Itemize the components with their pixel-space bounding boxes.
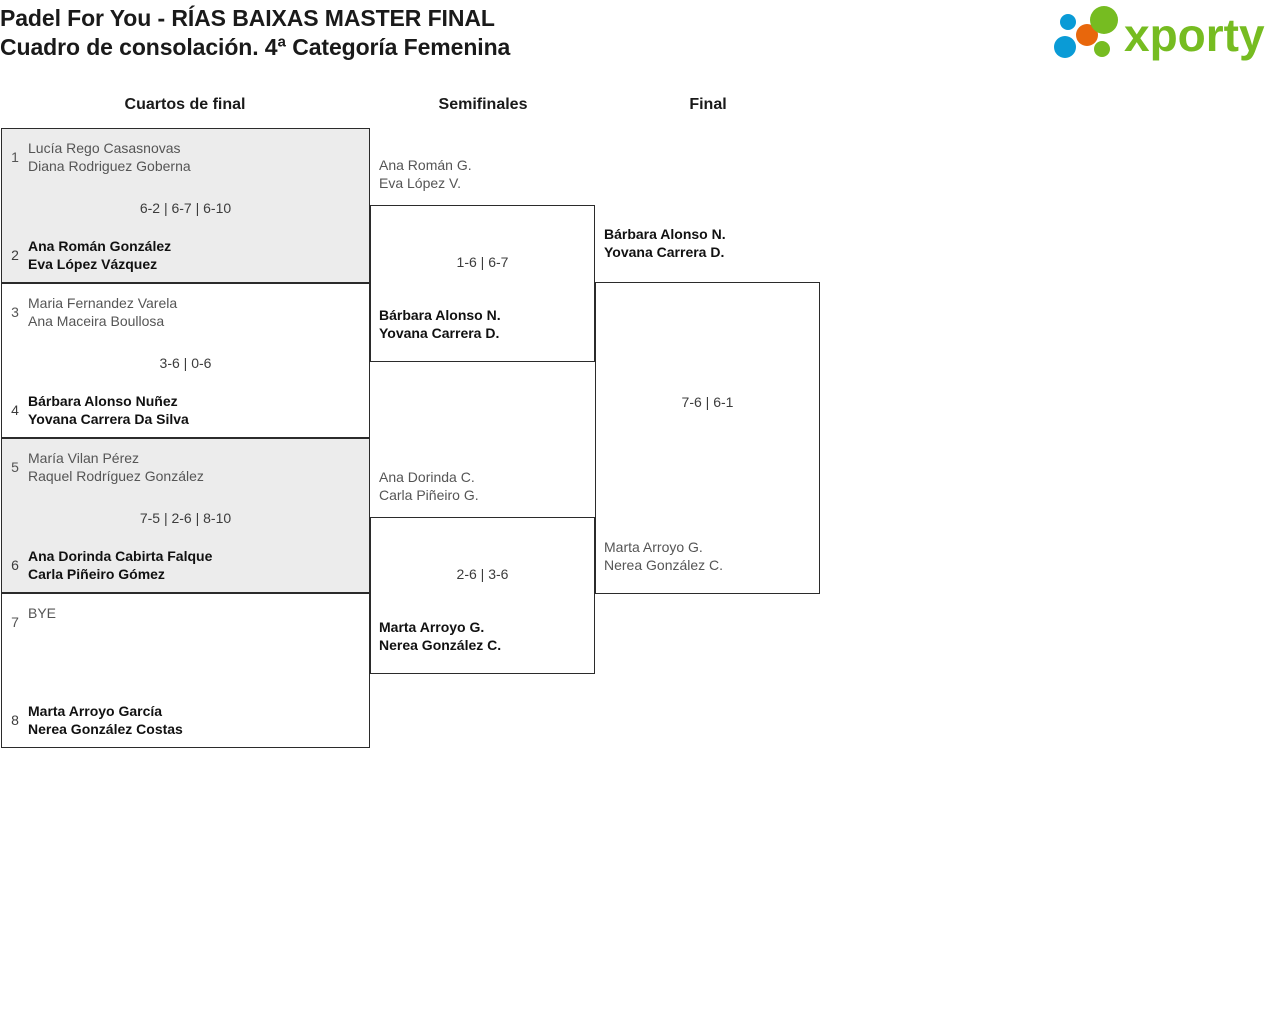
player-name: Eva López Vázquez xyxy=(28,256,158,272)
team-names: Maria Fernandez Varela Ana Maceira Boull… xyxy=(28,294,369,330)
player-name: Bárbara Alonso Nuñez xyxy=(28,393,178,409)
team-slot[interactable]: Marta Arroyo G. Nerea González C. xyxy=(596,538,819,574)
team-names: Bárbara Alonso N. Yovana Carrera D. xyxy=(371,306,594,342)
seed-number: 6 xyxy=(11,557,19,573)
player-name: Maria Fernandez Varela xyxy=(28,295,178,311)
team-slot[interactable]: 3 Maria Fernandez Varela Ana Maceira Bou… xyxy=(2,294,369,330)
player-name: Ana Maceira Boullosa xyxy=(28,313,165,329)
xporty-logo[interactable]: xporty xyxy=(1046,6,1274,62)
player-name: Bárbara Alonso N. xyxy=(379,307,501,323)
player-name: Nerea González C. xyxy=(604,557,724,573)
match-score: 2-6 | 3-6 xyxy=(456,566,509,582)
player-name: Ana Román González xyxy=(28,238,172,254)
team-slot[interactable]: 1 Lucía Rego Casasnovas Diana Rodriguez … xyxy=(2,139,369,175)
player-name: Lucía Rego Casasnovas xyxy=(28,140,181,156)
tournament-subtitle: Cuadro de consolación. 4ª Categoría Feme… xyxy=(0,34,511,60)
player-name: Carla Piñeiro G. xyxy=(379,487,479,503)
team-names: Marta Arroyo G. Nerea González C. xyxy=(596,538,819,574)
match-score: 1-6 | 6-7 xyxy=(456,254,509,270)
player-name: Yovana Carrera D. xyxy=(379,325,500,341)
team-names: Marta Arroyo García Nerea González Costa… xyxy=(28,702,369,738)
player-name: Yovana Carrera Da Silva xyxy=(28,411,189,427)
team-names: Bárbara Alonso N. Yovana Carrera D. xyxy=(596,225,819,261)
team-names: Ana Dorinda C. Carla Piñeiro G. xyxy=(371,468,594,504)
bye-label: BYE xyxy=(28,605,57,621)
column-header-quarterfinals: Cuartos de final xyxy=(124,96,246,113)
match-score: 7-5 | 2-6 | 8-10 xyxy=(139,510,232,526)
player-name: Carla Piñeiro Gómez xyxy=(28,566,165,582)
team-slot[interactable]: 8 Marta Arroyo García Nerea González Cos… xyxy=(2,702,369,738)
seed-number: 1 xyxy=(11,149,19,165)
seed-number: 8 xyxy=(11,712,19,728)
player-name: Ana Dorinda C. xyxy=(379,469,475,485)
player-name: Eva López V. xyxy=(379,175,461,191)
column-header-final: Final xyxy=(689,96,727,113)
team-slot[interactable]: 4 Bárbara Alonso Nuñez Yovana Carrera Da… xyxy=(2,392,369,428)
player-name: María Vilan Pérez xyxy=(28,450,140,466)
match-score: 7-6 | 6-1 xyxy=(681,394,734,410)
team-names: Ana Román G. Eva López V. xyxy=(371,156,594,192)
player-name: Ana Román G. xyxy=(379,157,472,173)
team-slot[interactable]: Bárbara Alonso N. Yovana Carrera D. xyxy=(371,306,594,342)
seed-number: 4 xyxy=(11,402,19,418)
team-slot[interactable]: 5 María Vilan Pérez Raquel Rodríguez Gon… xyxy=(2,449,369,485)
xporty-logo-icon: xporty xyxy=(1054,6,1265,61)
match-score: 6-2 | 6-7 | 6-10 xyxy=(139,200,232,216)
player-name: Marta Arroyo García xyxy=(28,703,163,719)
player-name: Diana Rodriguez Goberna xyxy=(28,158,191,174)
page-title: Padel For You - RÍAS BAIXAS MASTER FINAL… xyxy=(0,4,1000,62)
team-slot[interactable]: Ana Román G. Eva López V. xyxy=(371,156,594,192)
match-box[interactable]: Ana Román G. Eva López V. 1-6 | 6-7 Bárb… xyxy=(370,157,595,362)
team-slot[interactable]: 2 Ana Román González Eva López Vázquez xyxy=(2,237,369,273)
team-slot[interactable]: Marta Arroyo G. Nerea González C. xyxy=(371,618,594,654)
team-names: Lucía Rego Casasnovas Diana Rodriguez Go… xyxy=(28,139,369,175)
team-names: Ana Dorinda Cabirta Falque Carla Piñeiro… xyxy=(28,547,369,583)
team-slot[interactable]: Ana Dorinda C. Carla Piñeiro G. xyxy=(371,468,594,504)
tournament-name: Padel For You - RÍAS BAIXAS MASTER FINAL xyxy=(0,5,495,31)
match-box[interactable]: Ana Dorinda C. Carla Piñeiro G. 2-6 | 3-… xyxy=(370,469,595,674)
player-name: Yovana Carrera D. xyxy=(604,244,725,260)
team-names: Ana Román González Eva López Vázquez xyxy=(28,237,369,273)
player-name: Ana Dorinda Cabirta Falque xyxy=(28,548,213,564)
team-names: María Vilan Pérez Raquel Rodríguez Gonzá… xyxy=(28,449,369,485)
svg-text:xporty: xporty xyxy=(1124,9,1265,61)
team-slot[interactable]: Bárbara Alonso N. Yovana Carrera D. xyxy=(596,225,819,261)
seed-number: 7 xyxy=(11,614,19,630)
match-box[interactable]: Bárbara Alonso N. Yovana Carrera D. 7-6 … xyxy=(595,226,820,594)
column-header-semifinals: Semifinales xyxy=(438,96,528,113)
player-name: Marta Arroyo G. xyxy=(604,539,703,555)
player-name: Bárbara Alonso N. xyxy=(604,226,726,242)
seed-number: 5 xyxy=(11,459,19,475)
team-names: Bárbara Alonso Nuñez Yovana Carrera Da S… xyxy=(28,392,369,428)
player-name: Nerea González Costas xyxy=(28,721,183,737)
team-names: Marta Arroyo G. Nerea González C. xyxy=(371,618,594,654)
player-name: Marta Arroyo G. xyxy=(379,619,485,635)
seed-number: 3 xyxy=(11,304,19,320)
match-box[interactable]: 7 BYE 8 Marta Arroyo García Nerea Gonzál… xyxy=(1,593,370,748)
player-name: Raquel Rodríguez González xyxy=(28,468,204,484)
seed-number: 2 xyxy=(11,247,19,263)
match-box[interactable]: 5 María Vilan Pérez Raquel Rodríguez Gon… xyxy=(1,438,370,593)
team-slot[interactable]: 6 Ana Dorinda Cabirta Falque Carla Piñei… xyxy=(2,547,369,583)
player-name: Nerea González C. xyxy=(379,637,502,653)
team-slot[interactable]: 7 BYE xyxy=(2,604,369,631)
match-box[interactable]: 3 Maria Fernandez Varela Ana Maceira Bou… xyxy=(1,283,370,438)
team-names: BYE xyxy=(28,604,369,622)
match-score: 3-6 | 0-6 xyxy=(159,355,212,371)
match-box[interactable]: 1 Lucía Rego Casasnovas Diana Rodriguez … xyxy=(1,128,370,283)
